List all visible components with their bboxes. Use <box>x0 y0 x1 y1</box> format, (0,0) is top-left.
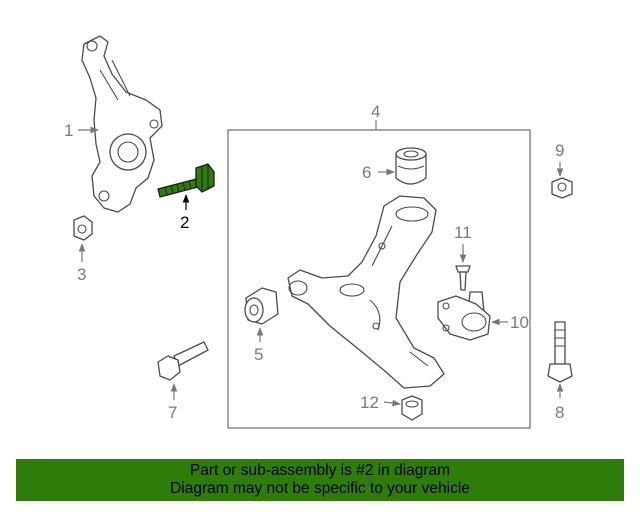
callout-11: 11 <box>454 223 472 242</box>
bolt-part-7 <box>157 341 209 381</box>
lower-control-arm <box>287 195 445 389</box>
callout-2: 2 <box>180 213 189 232</box>
callout-7: 7 <box>168 403 177 422</box>
bolt-part-11 <box>455 265 471 291</box>
steering-knuckle <box>81 35 163 213</box>
callout-1: 1 <box>64 121 73 140</box>
lower-arm-assembly-frame <box>227 129 531 429</box>
ball-joint-part-10 <box>437 291 491 341</box>
callout-12: 12 <box>360 393 379 412</box>
nut-part-9 <box>551 177 573 199</box>
bushing-part-5 <box>244 287 279 325</box>
callout-5: 5 <box>254 345 263 364</box>
bushing-part-6 <box>395 147 427 185</box>
bolt-part-8 <box>547 321 573 383</box>
leader-lines <box>78 120 564 407</box>
nut-part-12 <box>401 395 423 421</box>
banner-line-1: Part or sub-assembly is #2 in diagram <box>189 462 451 479</box>
info-banner: Part or sub-assembly is #2 in diagram Di… <box>16 459 624 501</box>
callout-10: 10 <box>510 313 529 332</box>
callout-4: 4 <box>371 102 380 121</box>
callout-9: 9 <box>555 141 564 160</box>
bolt-part-2 <box>157 163 215 198</box>
callout-8: 8 <box>555 403 564 422</box>
callout-6: 6 <box>362 163 371 182</box>
callout-3: 3 <box>77 265 86 284</box>
banner-line-2: Diagram may not be specific to your vehi… <box>170 480 470 497</box>
nut-part-3 <box>73 215 93 241</box>
